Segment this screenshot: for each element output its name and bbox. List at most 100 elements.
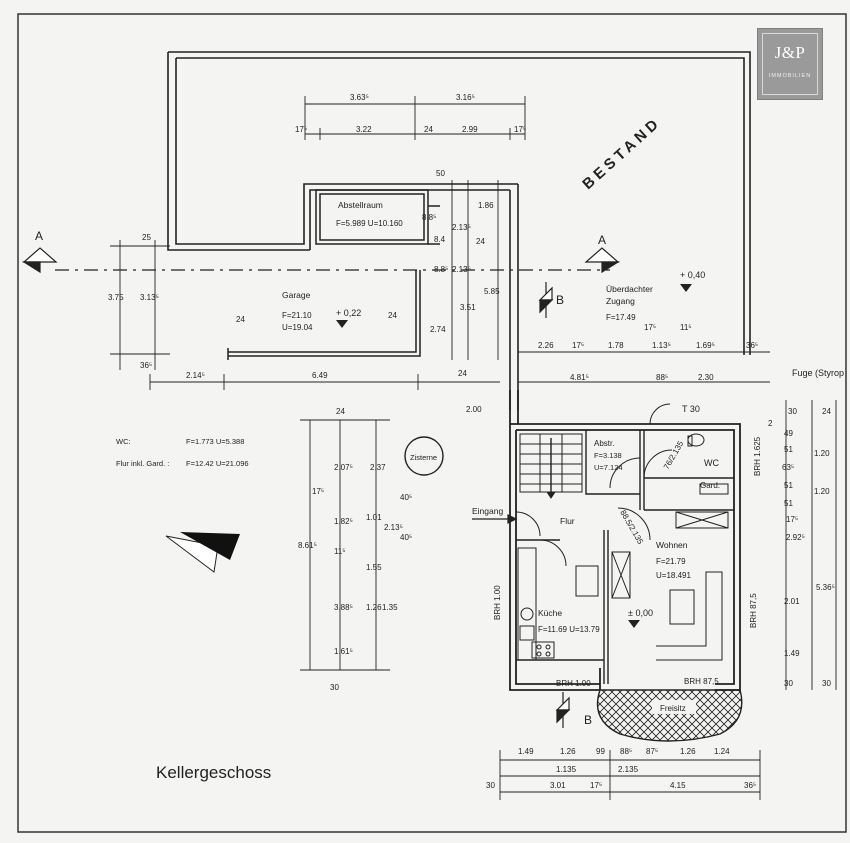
dimension-label: 3.88⁵ xyxy=(334,603,353,612)
doors xyxy=(515,403,673,567)
dimension-label: 17⁵ xyxy=(786,515,798,524)
dimension-label: 3.01 xyxy=(550,781,566,790)
dimension-label: 4.81⁵ xyxy=(570,373,589,382)
level-label: + 0,22 xyxy=(336,308,361,318)
flur-name: Flur xyxy=(560,516,575,526)
dimension-label: 30 xyxy=(788,407,797,416)
dimension-label: 1.82⁵ xyxy=(334,517,353,526)
dimension-label: 1.13⁵ xyxy=(652,341,671,350)
dimension-label: 17⁵ xyxy=(514,125,526,134)
level-markers xyxy=(336,284,692,628)
freisitz-label-bg xyxy=(652,700,696,714)
dimension-label: 1.61⁵ xyxy=(334,647,353,656)
sheet-border xyxy=(17,13,847,833)
dimension-label: 1.49 xyxy=(784,649,800,658)
kueche-name: Küche xyxy=(538,608,562,618)
dimension-label: 88.5/2.135 xyxy=(618,509,645,547)
dimension-label: 2.92⁵ xyxy=(786,533,805,542)
company-logo: J&P IMMOBILIEN xyxy=(757,28,823,100)
dimension-label: 51 xyxy=(784,445,793,454)
freisitz-name: Freisitz xyxy=(660,704,686,713)
note-label: BRH 1.00 xyxy=(556,679,591,688)
legend-flur-value: F=12.42 U=21.096 xyxy=(186,459,249,468)
dimension-label: 2.37 xyxy=(370,463,386,472)
kueche-area: F=11.69 U=13.79 xyxy=(538,625,600,634)
legend-wc-label: WC: xyxy=(116,437,131,446)
dimension-label: 51 xyxy=(784,499,793,508)
dimension-label: 3.16⁵ xyxy=(456,93,475,102)
dimension-label: 51 xyxy=(784,481,793,490)
dimension-label: 1.86 xyxy=(478,201,494,210)
dimension-label: 17⁵ xyxy=(590,781,602,790)
dimension-label: 99 xyxy=(596,747,605,756)
garage-perimeter: U=19.04 xyxy=(282,323,313,332)
note-label: BRH 87,5 xyxy=(749,593,758,628)
dimension-label: 30 xyxy=(822,679,831,688)
note-label: T 30 xyxy=(682,404,700,414)
note-label: BRH 1.00 xyxy=(493,585,502,620)
dimension-label: 2.01 xyxy=(784,597,800,606)
garage-area: F=21.10 xyxy=(282,311,312,320)
dimension-label: 1.49 xyxy=(518,747,534,756)
section-b-top-label: B xyxy=(556,293,564,307)
note-label: BRH 1.625 xyxy=(753,436,762,476)
dimension-label: 17⁵ xyxy=(572,341,584,350)
dimension-label: 63⁵ xyxy=(782,463,794,472)
dimension-label: 24 xyxy=(458,369,467,378)
dimension-label: 2.13⁵ xyxy=(452,223,471,232)
abstr-name: Abstr. xyxy=(594,439,614,448)
section-a-left-label: A xyxy=(35,229,43,243)
kitchen-counter xyxy=(517,547,599,661)
zisterne-circle xyxy=(404,436,444,476)
logo-subtitle: IMMOBILIEN xyxy=(768,73,812,79)
dimension-label: 17⁵ xyxy=(644,323,656,332)
wc-name: WC xyxy=(704,458,719,468)
wc-fixtures xyxy=(687,433,729,495)
floor-name-title: Kellergeschoss xyxy=(156,763,271,782)
dimension-label: 8.61⁵ xyxy=(298,541,317,550)
dimension-label: 1.01 xyxy=(366,513,382,522)
dimension-label: 36⁵ xyxy=(744,781,756,790)
annotation-notes: Fuge (Styrop T 30 BRH 1.00 BRH 1.00 BRH … xyxy=(493,368,844,688)
dimension-label: 1.20 xyxy=(814,449,830,458)
freisitz-terrace xyxy=(596,689,743,742)
section-a-right-label: A xyxy=(598,233,606,247)
dimension-label: 6.49 xyxy=(312,371,328,380)
dimension-label: 24 xyxy=(424,125,433,134)
level-label: ± 0,00 xyxy=(628,608,653,618)
dimension-label: 2.135 xyxy=(618,765,639,774)
dimension-lines xyxy=(110,96,837,800)
dimension-label: 1.55 xyxy=(366,563,382,572)
dimension-label: 1.26 xyxy=(560,747,576,756)
dimension-label: 24 xyxy=(336,407,345,416)
dimension-label: 5.85 xyxy=(484,287,500,296)
note-label: BRH 87,5 xyxy=(684,677,719,686)
section-line-a xyxy=(21,247,621,274)
dimension-label: 30 xyxy=(330,683,339,692)
dimension-label: 88⁵ xyxy=(620,747,632,756)
dimension-label: 1.69⁵ xyxy=(696,341,715,350)
dimension-label: 2.07⁵ xyxy=(334,463,353,472)
dimension-label: 8.8⁵ xyxy=(422,213,436,222)
section-line-b xyxy=(538,282,571,728)
dimension-label: 1.78 xyxy=(608,341,624,350)
dimension-label: 2.30 xyxy=(698,373,714,382)
dimension-label: 24 xyxy=(476,237,485,246)
dimension-label: 2.74 xyxy=(430,325,446,334)
dimension-label: 11⁵ xyxy=(334,547,346,556)
staircase xyxy=(519,433,583,499)
zugang-name-1: Überdachter xyxy=(606,284,653,294)
dimension-label: 8.4 xyxy=(434,235,446,244)
dimension-label: 2.13⁵ xyxy=(452,265,471,274)
dimension-label: 3.51 xyxy=(460,303,476,312)
room-labels: Abstellraum F=5.989 U=10.160 Garage F=21… xyxy=(282,200,720,713)
dimension-label: 2.13⁵ xyxy=(384,523,403,532)
dimension-label: 87⁵ xyxy=(646,747,658,756)
dimension-label: 2 xyxy=(768,419,773,428)
dimension-label: 2.99 xyxy=(462,125,478,134)
dimension-label: 50 xyxy=(436,169,445,178)
note-label: Fuge (Styrop xyxy=(792,368,844,378)
dimension-label: 1.26 xyxy=(366,603,382,612)
dimension-label: 4.15 xyxy=(670,781,686,790)
